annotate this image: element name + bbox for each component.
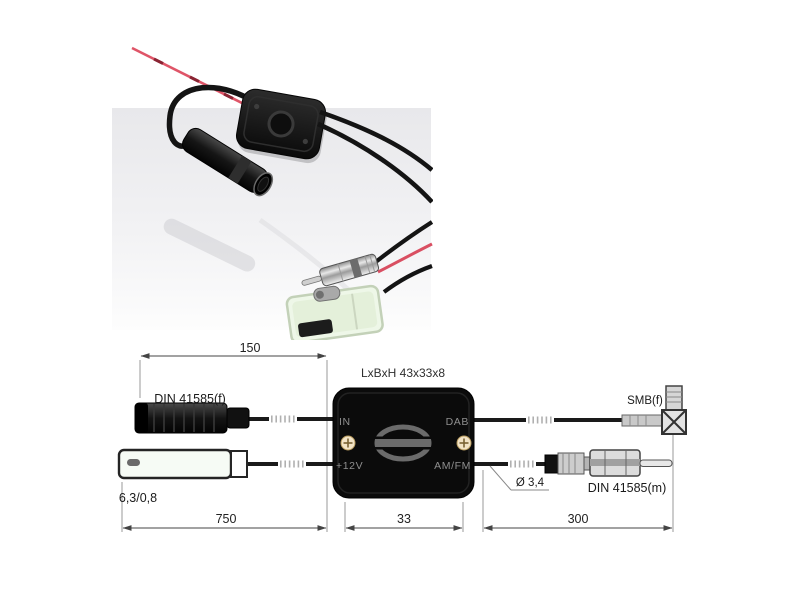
port-label-12v: +12V xyxy=(336,460,363,472)
brand-logo-icon xyxy=(373,424,433,462)
label-din-male: DIN 41585(m) xyxy=(588,481,667,495)
port-label-amfm: AM/FM xyxy=(434,460,471,472)
label-spade: 6,3/0,8 xyxy=(119,491,157,505)
technical-diagram: DIN 41585(f) 6,3/0,8 xyxy=(0,340,800,600)
dimension-150: 150 xyxy=(240,341,261,355)
cable-diameter-callout: Ø 3,4 xyxy=(489,465,549,491)
diagram-amplifier-box: IN DAB +12V AM/FM xyxy=(332,387,475,499)
coax-cables-right xyxy=(317,109,433,294)
dimension-lines xyxy=(122,353,673,531)
screw-left-icon xyxy=(340,435,356,451)
label-smb: SMB(f) xyxy=(627,395,663,407)
label-din-female: DIN 41585(f) xyxy=(154,392,226,406)
product-photo-svg xyxy=(112,46,433,340)
dimension-33: 33 xyxy=(397,512,411,526)
red-cable xyxy=(377,242,433,274)
din-male-plug xyxy=(301,253,380,287)
red-power-wire xyxy=(131,46,261,114)
coax-cable-left xyxy=(166,84,263,149)
dimension-750: 750 xyxy=(216,512,237,526)
label-box-size: LxBxH 43x33x8 xyxy=(361,366,445,380)
port-label-dab: DAB xyxy=(446,416,469,428)
label-cable-diameter: Ø 3,4 xyxy=(516,477,545,489)
diagram-spade-terminal xyxy=(117,448,248,480)
diagram-din-male xyxy=(544,449,673,477)
extension-lines xyxy=(121,360,674,532)
screw-right-icon xyxy=(456,435,472,451)
cable-break-marks xyxy=(269,414,554,469)
mini-iso-connector xyxy=(285,284,384,340)
technical-diagram-svg: DIN 41585(f) 6,3/0,8 xyxy=(117,341,687,532)
inline-amplifier-box xyxy=(235,88,327,164)
diagram-smb-connector xyxy=(621,385,687,435)
product-photo xyxy=(110,8,433,340)
dimension-300: 300 xyxy=(568,512,589,526)
diagram-din-female xyxy=(134,402,250,434)
port-label-in: IN xyxy=(339,416,351,428)
